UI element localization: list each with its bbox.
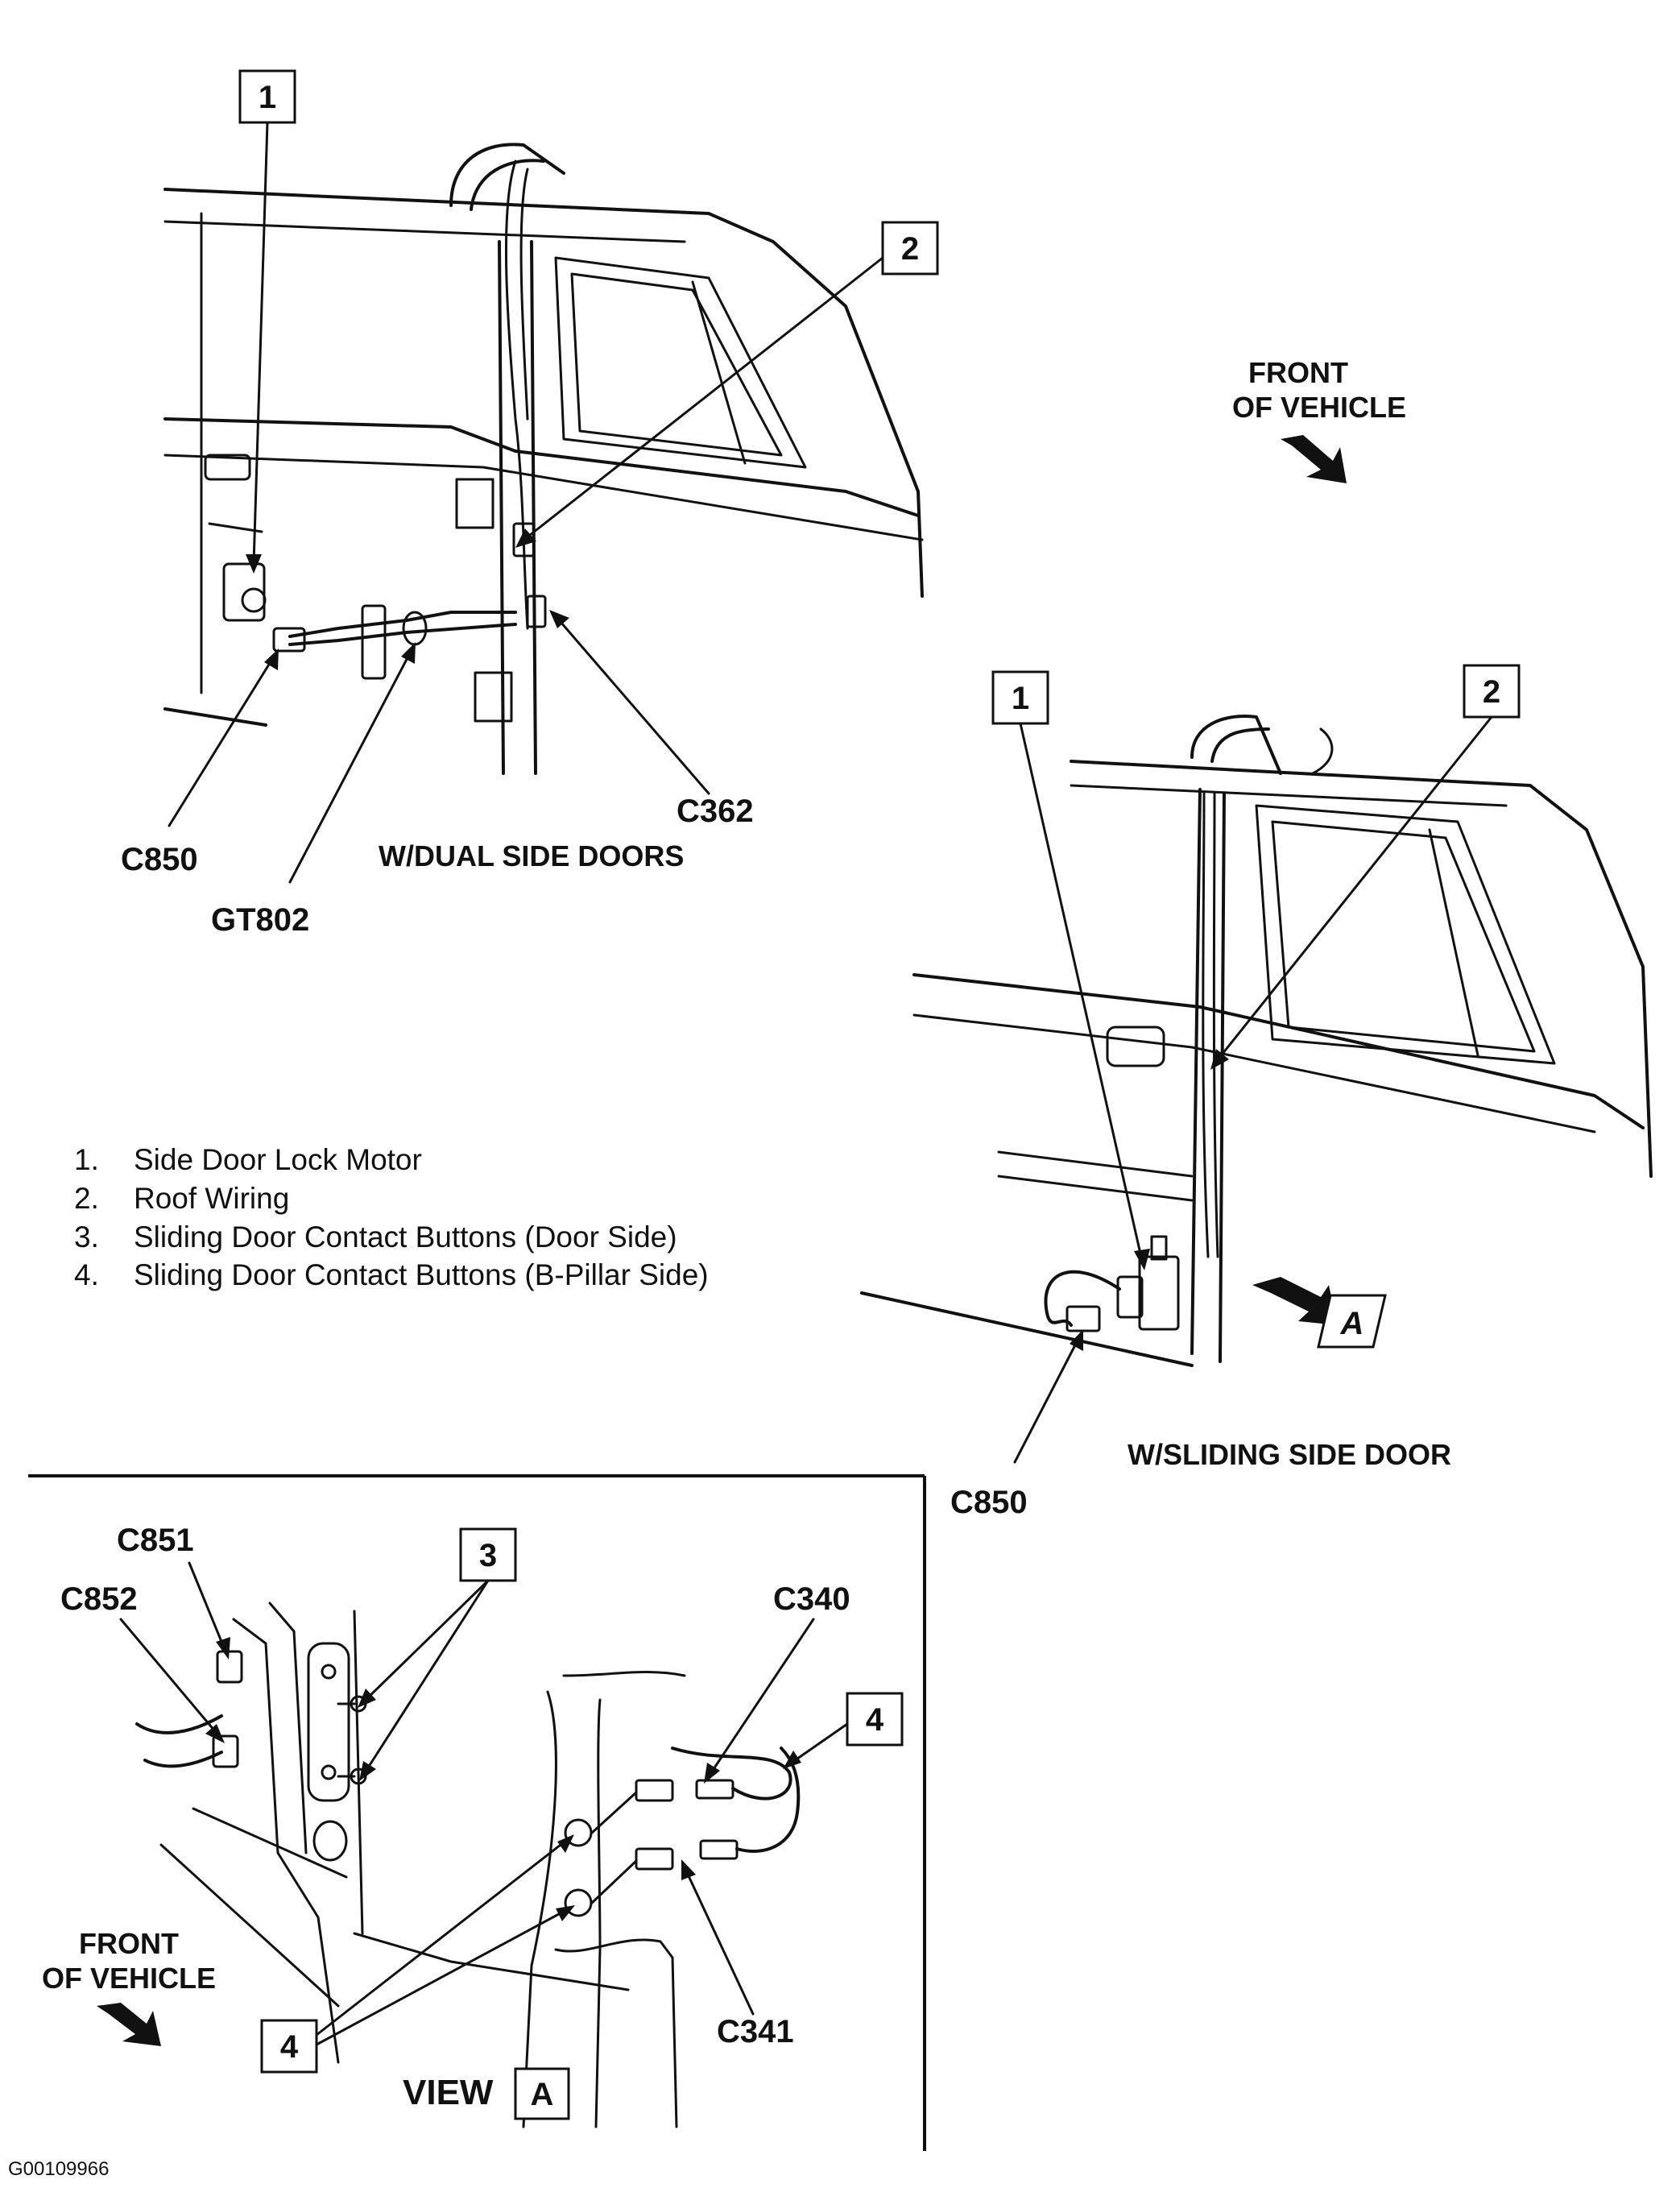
- leader-c852: [119, 1618, 221, 1738]
- leader-c340: [707, 1618, 815, 1778]
- caption-sliding-side-door: W/SLIDING SIDE DOOR: [1128, 1438, 1451, 1471]
- leader-callout-3b: [362, 1579, 490, 1776]
- caption-dual-side-doors: W/DUAL SIDE DOORS: [379, 839, 684, 872]
- view-a-frame: [28, 1474, 926, 2151]
- svg-text:2.: 2.: [74, 1182, 99, 1215]
- dual-callout-2: 2: [881, 221, 939, 276]
- svg-text:Sliding Door Contact Buttons (: Sliding Door Contact Buttons (B-Pillar S…: [134, 1258, 709, 1291]
- view-a-callout-4-right: 4: [846, 1692, 904, 1747]
- leader-callout-2-top: [520, 256, 884, 543]
- leader-c851: [188, 1561, 227, 1653]
- right-callout-2: 2: [1463, 664, 1521, 719]
- front-of-vehicle-line1: FRONT: [1248, 356, 1348, 389]
- svg-text:1.: 1.: [74, 1143, 99, 1176]
- svg-text:1: 1: [1012, 681, 1029, 716]
- svg-text:4: 4: [280, 2029, 299, 2065]
- leader-callout-4-bottom-b: [315, 1908, 569, 2046]
- label-c362: C362: [677, 794, 754, 829]
- svg-text:Roof Wiring: Roof Wiring: [134, 1182, 289, 1215]
- view-a-front-line2: OF VEHICLE: [42, 1962, 216, 1995]
- svg-text:A: A: [1340, 1306, 1364, 1341]
- leader-callout-4-bottom-a: [315, 1838, 569, 2037]
- front-arrow-icon: [1281, 435, 1347, 483]
- right-callout-1: 1: [991, 670, 1049, 725]
- label-gt802: GT802: [211, 902, 309, 938]
- leader-callout-3a: [362, 1579, 490, 1703]
- view-a-front-line1: FRONT: [79, 1927, 179, 1960]
- label-c340: C340: [773, 1581, 850, 1617]
- leader-callout-1-right: [1019, 722, 1144, 1262]
- sliding-side-door-illustration: [860, 715, 1653, 1367]
- svg-text:3.: 3.: [74, 1220, 99, 1254]
- svg-text:4.: 4.: [74, 1258, 99, 1291]
- leader-callout-4-right: [788, 1722, 849, 1766]
- front-of-vehicle-line2: OF VEHICLE: [1232, 391, 1406, 424]
- svg-text:Sliding Door Contact Buttons (: Sliding Door Contact Buttons (Door Side): [134, 1220, 677, 1254]
- dual-side-doors-illustration: [163, 143, 924, 775]
- label-c341: C341: [717, 2014, 794, 2049]
- view-a-illustration: [135, 1602, 801, 2128]
- leader-callout-1-top: [252, 121, 269, 566]
- leader-callout-2-right: [1214, 715, 1493, 1063]
- leader-c341: [683, 1866, 755, 2016]
- leader-c850-right: [1013, 1336, 1081, 1464]
- svg-text:2: 2: [1483, 674, 1500, 710]
- right-callout-a: A: [1317, 1294, 1387, 1349]
- figure-id: G00109966: [8, 2158, 109, 2180]
- view-a-title: VIEW: [403, 2073, 494, 2112]
- svg-text:Side Door Lock Motor: Side Door Lock Motor: [134, 1143, 422, 1176]
- label-c852: C852: [60, 1581, 138, 1617]
- label-c850-top: C850: [121, 842, 198, 877]
- label-c850-right: C850: [950, 1485, 1028, 1520]
- leader-c362: [554, 615, 710, 795]
- svg-text:A: A: [531, 2077, 554, 2112]
- leader-c850-top: [168, 655, 275, 827]
- legend: 1. Side Door Lock Motor 2. Roof Wiring 3…: [74, 1143, 709, 1291]
- svg-text:3: 3: [479, 1538, 497, 1573]
- leader-gt802: [288, 647, 414, 884]
- dual-callout-1: 1: [238, 69, 296, 124]
- view-a-front-arrow-icon: [97, 2003, 161, 2046]
- svg-text:4: 4: [866, 1702, 884, 1738]
- svg-text:2: 2: [901, 231, 919, 267]
- svg-text:1: 1: [259, 80, 276, 115]
- view-a-arrow-icon: [1252, 1277, 1337, 1325]
- view-a-title-letter-box: A: [514, 2067, 570, 2120]
- view-a-callout-4-bottom: 4: [260, 2019, 318, 2074]
- label-c851: C851: [117, 1523, 194, 1558]
- view-a-callout-3: 3: [459, 1527, 517, 1582]
